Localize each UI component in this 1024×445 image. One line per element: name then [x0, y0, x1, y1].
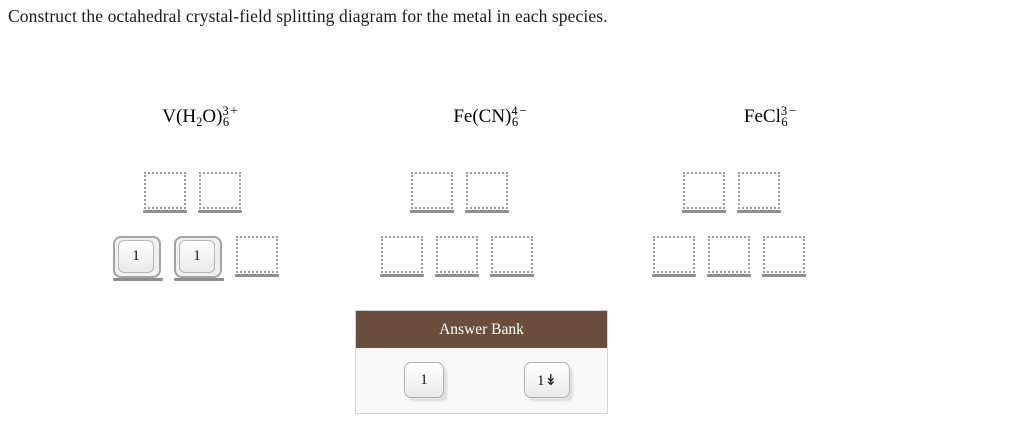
- slot-dropzone[interactable]: [763, 236, 805, 273]
- slot-dropzone[interactable]: [708, 236, 750, 273]
- slot-baseline: [490, 274, 534, 277]
- species-charge-group: 46: [511, 96, 518, 137]
- slot-dropzone[interactable]: [436, 236, 478, 273]
- species-count: 6: [222, 114, 230, 129]
- species-column-v-h2o: V(H2O)36+ 1 1: [50, 96, 350, 281]
- species-label-fe-cn: Fe(CN)46−: [340, 96, 640, 130]
- species-charge-group: 36: [781, 96, 788, 137]
- slot-baseline: [198, 210, 242, 213]
- t2g-orbital-row: [380, 236, 534, 280]
- species-ligand: (CN): [472, 105, 512, 127]
- orbital-slot-t2g-2[interactable]: [707, 236, 751, 280]
- slot-baseline: [235, 274, 279, 277]
- answer-bank-panel: Answer Bank 1 1↡: [355, 310, 608, 414]
- slot-baseline: [410, 210, 454, 213]
- slot-baseline: [143, 210, 187, 213]
- species-charge-sign: −: [788, 103, 797, 118]
- slot-baseline: [380, 274, 424, 277]
- slot-baseline: [435, 274, 479, 277]
- slot-dropzone[interactable]: [491, 236, 533, 273]
- species-metal: V: [162, 105, 177, 127]
- answer-bank-body: 1 1↡: [356, 348, 607, 413]
- electron-tile[interactable]: 1: [179, 240, 215, 273]
- answer-bank-title: Answer Bank: [356, 311, 607, 348]
- slot-baseline: [174, 278, 224, 281]
- orbital-slot-eg-1[interactable]: [682, 172, 726, 216]
- slot-dropzone[interactable]: [236, 236, 278, 273]
- species-charge-sign: +: [230, 103, 238, 118]
- slot-baseline: [682, 210, 726, 213]
- orbital-slot-eg-1[interactable]: [410, 172, 454, 216]
- slot-dropzone[interactable]: [466, 172, 508, 209]
- t2g-orbital-row: [652, 236, 806, 280]
- slot-dropzone[interactable]: [653, 236, 695, 273]
- species-count: 6: [511, 114, 519, 129]
- slot-baseline: [465, 210, 509, 213]
- orbital-slot-t2g-2[interactable]: [435, 236, 479, 280]
- orbital-slot-t2g-2[interactable]: 1: [174, 236, 224, 284]
- species-ligand: (H: [176, 105, 197, 127]
- slot-baseline: [762, 274, 806, 277]
- t2g-orbital-row: 1 1: [113, 236, 279, 284]
- slot-dropzone[interactable]: [381, 236, 423, 273]
- species-metal: FeCl: [743, 105, 781, 127]
- orbital-slot-t2g-1[interactable]: 1: [113, 236, 163, 284]
- species-ligand-tail: O): [202, 105, 223, 127]
- orbital-slot-t2g-3[interactable]: [235, 236, 279, 280]
- slot-baseline: [113, 278, 163, 281]
- species-charge-number: 3: [222, 104, 229, 119]
- eg-orbital-row: [410, 172, 509, 216]
- orbital-slot-eg-2[interactable]: [198, 172, 242, 216]
- species-charge-number: 4: [511, 104, 518, 119]
- orbital-slot-eg-2[interactable]: [737, 172, 781, 216]
- orbital-slot-t2g-1[interactable]: [380, 236, 424, 280]
- orbital-slot-t2g-1[interactable]: [652, 236, 696, 280]
- slot-dropzone[interactable]: [738, 172, 780, 209]
- species-column-fe-cl: FeCl36−: [620, 96, 920, 277]
- electron-tile[interactable]: 1: [118, 240, 154, 273]
- orbital-slot-eg-2[interactable]: [465, 172, 509, 216]
- answer-tile-paired-electrons[interactable]: 1↡: [524, 362, 570, 398]
- species-column-fe-cn: Fe(CN)46−: [340, 96, 640, 277]
- species-metal: Fe: [453, 105, 473, 127]
- species-label-v-h2o: V(H2O)36+: [50, 96, 350, 130]
- species-charge-sign: −: [519, 103, 527, 118]
- species-ligand-subscript: 2: [196, 114, 203, 129]
- orbital-slot-t2g-3[interactable]: [762, 236, 806, 280]
- question-prompt: Construct the octahedral crystal-field s…: [8, 6, 608, 26]
- answer-tile-single-electron[interactable]: 1: [404, 362, 444, 398]
- eg-orbital-row: [143, 172, 242, 216]
- slot-dropzone[interactable]: [144, 172, 186, 209]
- orbital-slot-t2g-3[interactable]: [490, 236, 534, 280]
- species-count: 6: [781, 114, 788, 129]
- slot-dropzone[interactable]: [411, 172, 453, 209]
- slot-baseline: [652, 274, 696, 277]
- eg-orbital-row: [682, 172, 781, 216]
- slot-baseline: [737, 210, 781, 213]
- species-charge-group: 36: [222, 96, 229, 137]
- slot-dropzone[interactable]: [683, 172, 725, 209]
- slot-dropzone[interactable]: [199, 172, 241, 209]
- species-label-fe-cl: FeCl36−: [620, 96, 920, 130]
- species-charge-number: 3: [780, 104, 788, 119]
- slot-baseline: [707, 274, 751, 277]
- orbital-slot-eg-1[interactable]: [143, 172, 187, 216]
